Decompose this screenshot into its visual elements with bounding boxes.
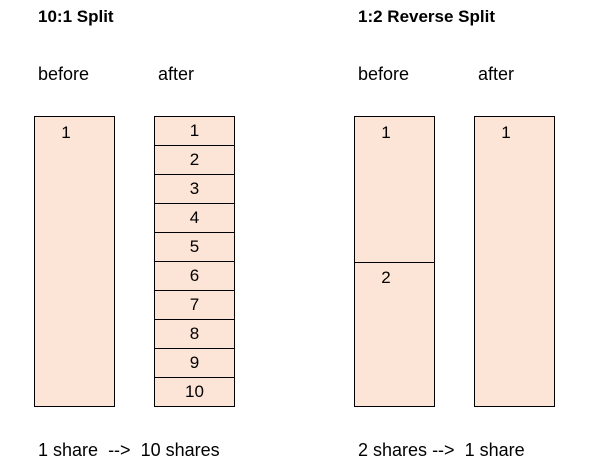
split-after-share: 9 [155, 349, 234, 378]
split-after-share: 5 [155, 233, 234, 262]
reverse-split-before-cell-1: 1 [355, 117, 434, 263]
reverse-split-after-box: 1 [474, 116, 555, 407]
reverse-split-footer-before: 2 shares [358, 440, 428, 460]
split-after-share: 2 [155, 146, 234, 175]
split-after-share: 1 [155, 117, 234, 146]
split-after-label: after [158, 64, 195, 84]
reverse-split-after-label: after [478, 64, 515, 84]
split-after-share: 4 [155, 204, 234, 233]
split-footer-after: 10 shares [140, 440, 220, 460]
reverse-split-before-label: before [358, 64, 410, 84]
split-after-share: 8 [155, 320, 234, 349]
reverse-split-before-box: 1 2 [354, 116, 435, 407]
reverse-split-footer-after: 1 share [464, 440, 525, 460]
reverse-split-before-share-2: 2 [381, 268, 391, 287]
reverse-split-after-share: 1 [501, 123, 511, 142]
split-after-share: 6 [155, 262, 234, 291]
split-before-label: before [38, 64, 90, 84]
split-before-box: 1 [34, 116, 115, 407]
split-after-share: 3 [155, 175, 234, 204]
split-after-share: 7 [155, 291, 234, 320]
split-before-share: 1 [61, 123, 71, 142]
split-footer-arrow: --> [108, 440, 131, 460]
split-title: 10:1 Split [38, 7, 114, 26]
split-after-share: 10 [185, 382, 204, 401]
split-footer-before: 1 share [38, 440, 99, 460]
reverse-split-title: 1:2 Reverse Split [358, 7, 496, 26]
reverse-split-footer-arrow: --> [432, 440, 455, 460]
reverse-split-before-share-1: 1 [381, 123, 391, 142]
reverse-split-footer: 2 shares --> 1 share [358, 440, 525, 461]
split-footer: 1 share --> 10 shares [38, 440, 220, 461]
